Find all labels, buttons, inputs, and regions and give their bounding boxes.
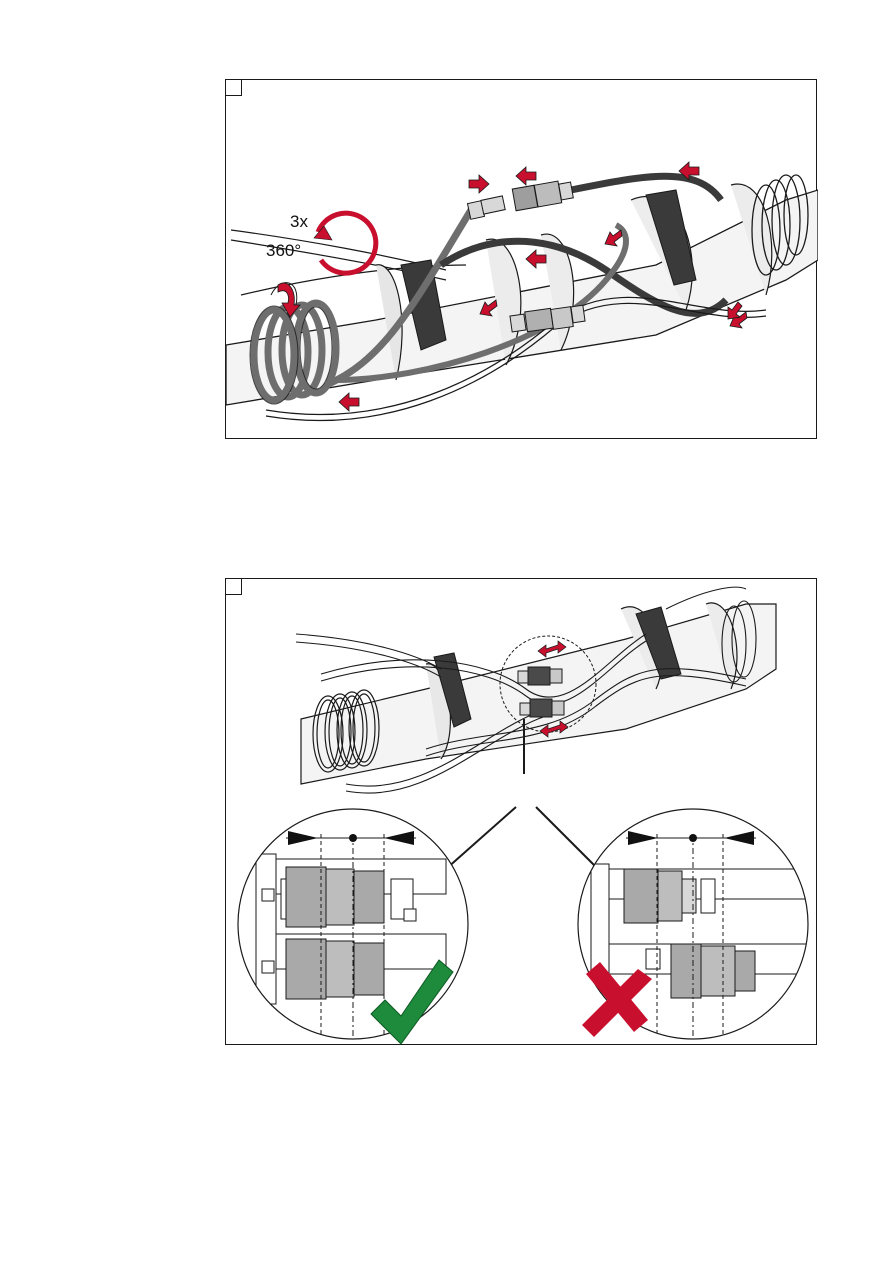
coupling-female-upper [512, 181, 573, 211]
arrow-left-icon [516, 167, 536, 185]
rotation-indicator: 3x 360° [266, 212, 376, 273]
rotation-count: 3x [290, 212, 308, 231]
arrow-left-icon [339, 393, 359, 411]
arrow-up-icon [728, 302, 742, 319]
torch-body [226, 190, 818, 405]
callout-line-left [446, 807, 516, 869]
arrow-left-icon [526, 250, 546, 268]
figure-coupling-alignment [225, 578, 817, 1045]
rotation-arc-icon [318, 213, 376, 273]
detail-correct [236, 809, 476, 1046]
figure-hose-coiling: 3x 360° [225, 79, 817, 439]
arrow-right-icon [469, 175, 489, 193]
hose-illustration-1: 3x 360° [226, 80, 818, 440]
hose-illustration-2 [226, 579, 818, 1046]
coupling-male-upper [467, 196, 505, 219]
callout-line-right [536, 807, 598, 869]
rotation-angle: 360° [266, 241, 301, 260]
arrow-up-left-icon [605, 230, 622, 246]
torch-body [301, 604, 776, 784]
